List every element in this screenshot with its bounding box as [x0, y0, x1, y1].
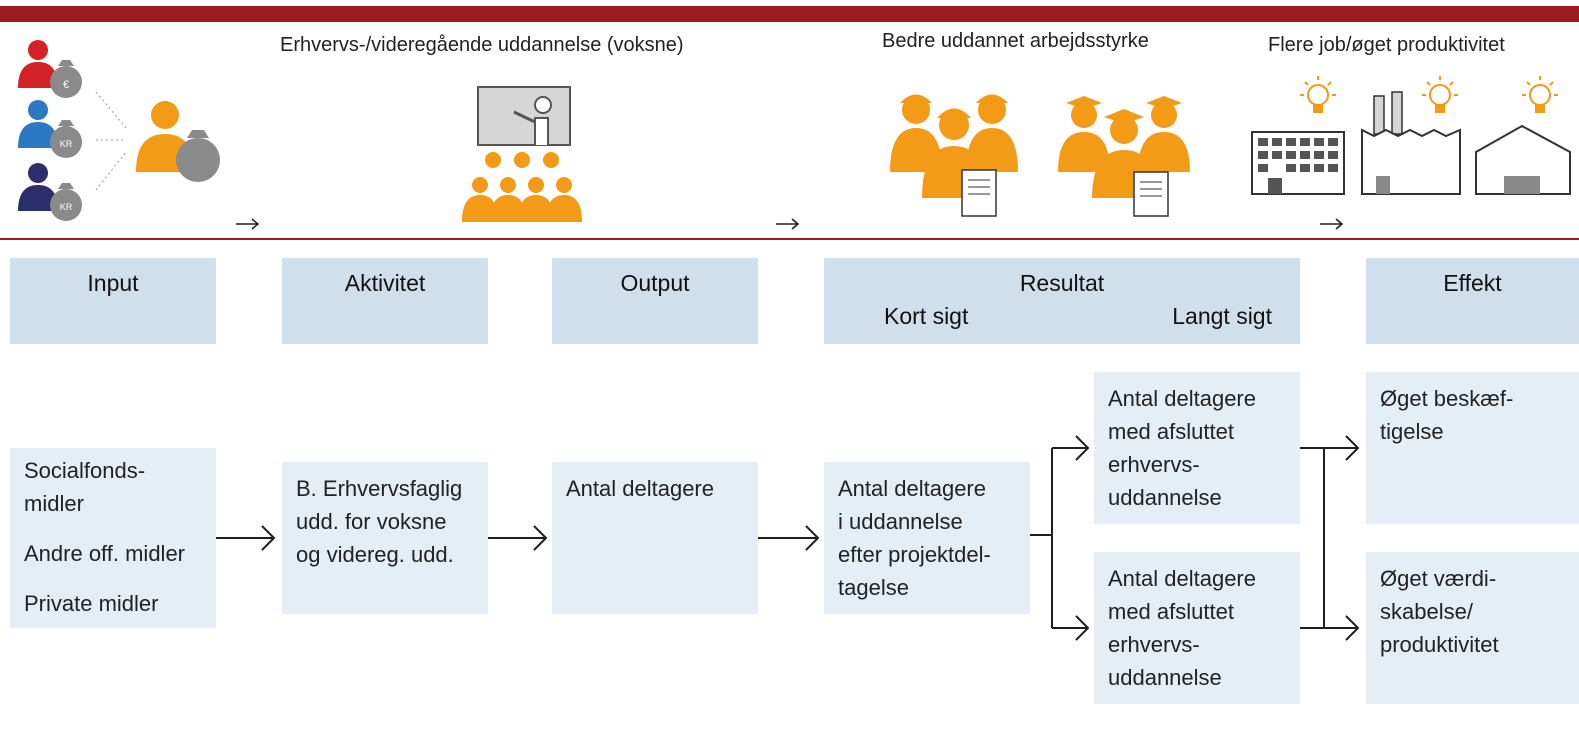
bag-label-1: € — [63, 79, 69, 91]
effect-section-title: Flere job/øget produktivitet — [1268, 34, 1505, 56]
arrow-langt-sigt-to-effekt — [1300, 435, 1360, 641]
header-aktivitet: Aktivitet — [282, 258, 488, 344]
header-effekt-label: Effekt — [1443, 270, 1502, 296]
graduates-icon — [1058, 96, 1190, 217]
arrow-output-to-kort-sigt — [758, 525, 820, 551]
aktivitet-line-3: og videreg. udd. — [296, 542, 454, 567]
langt-sigt-2-line-3: erhvervs- — [1108, 632, 1200, 657]
arrow-kort-sigt-branch — [1030, 435, 1090, 641]
result-section-title: Bedre uddannet arbejdsstyrke — [882, 30, 1149, 52]
kort-sigt-line-2: i uddannelse — [838, 509, 963, 534]
header-effekt: Effekt — [1366, 258, 1579, 344]
header-resultat-subrow: Kort sigt Langt sigt — [824, 297, 1300, 330]
connector-dots — [95, 91, 127, 191]
langt-sigt-1-line-1: Antal deltagere — [1108, 386, 1256, 411]
header-input: Input — [10, 258, 216, 344]
header-langt-sigt: Langt sigt — [1172, 303, 1272, 329]
effekt-2-line-1: Øget værdi- — [1380, 566, 1497, 591]
input-line-2: midler — [24, 491, 84, 516]
output-line-1: Antal deltagere — [566, 476, 714, 501]
header-output: Output — [552, 258, 758, 344]
lightbulb-icon — [1422, 76, 1458, 113]
bag-label-2: KR — [60, 139, 73, 149]
langt-sigt-1-line-3: erhvervs- — [1108, 452, 1200, 477]
header-output-label: Output — [620, 270, 690, 296]
effekt-2-line-2: skabelse/ — [1380, 599, 1473, 624]
input-line-4: Private midler — [24, 591, 159, 616]
effekt-box-1: Øget beskæf- tigelse — [1366, 372, 1579, 524]
office-building-icon — [1251, 131, 1345, 195]
kort-sigt-line-4: tagelse — [838, 575, 909, 600]
activity-section-title: Erhvervs-/videregående uddannelse (voksn… — [280, 34, 684, 56]
aktivitet-line-2: udd. for voksne — [296, 509, 447, 534]
langt-sigt-box-2: Antal deltagere med afsluttet erhvervs- … — [1094, 552, 1300, 704]
header-resultat: Resultat Kort sigt Langt sigt — [824, 258, 1300, 344]
langt-sigt-2-line-4: uddannelse — [1108, 665, 1222, 690]
effekt-1-line-2: tigelse — [1380, 419, 1444, 444]
langt-sigt-1-line-2: med afsluttet — [1108, 419, 1234, 444]
kort-sigt-line-3: efter projektdel- — [838, 542, 991, 567]
funder-navy-icon: KR — [18, 163, 82, 221]
workers-icon — [890, 94, 1018, 217]
input-box: Socialfonds- midler Andre off. midler Pr… — [10, 448, 216, 628]
header-aktivitet-label: Aktivitet — [344, 270, 426, 296]
input-line-3: Andre off. midler — [24, 541, 186, 566]
top-flow-arrows — [236, 218, 1344, 230]
kort-sigt-line-1: Antal deltagere — [838, 476, 986, 501]
effekt-2-line-3: produktivitet — [1380, 632, 1499, 657]
lightbulb-icon — [1522, 76, 1558, 113]
langt-sigt-box-1: Antal deltagere med afsluttet erhvervs- … — [1094, 372, 1300, 524]
effekt-1-line-1: Øget beskæf- — [1380, 386, 1514, 411]
classroom-icon — [462, 86, 582, 222]
recipient-orange-icon — [136, 101, 220, 182]
funder-blue-icon: KR — [18, 100, 82, 158]
warehouse-icon — [1475, 124, 1571, 195]
langt-sigt-2-line-1: Antal deltagere — [1108, 566, 1256, 591]
header-kort-sigt: Kort sigt — [884, 303, 969, 329]
illustration-strip: € KR KR — [18, 40, 1571, 230]
effekt-box-2: Øget værdi- skabelse/ produktivitet — [1366, 552, 1579, 704]
input-line-1: Socialfonds- — [24, 458, 146, 483]
arrow-aktivitet-to-output — [488, 525, 548, 551]
aktivitet-box: B. Erhvervsfaglig udd. for voksne og vid… — [282, 462, 488, 614]
header-resultat-label: Resultat — [1019, 270, 1105, 296]
funder-red-icon: € — [18, 40, 82, 98]
factory-icon — [1361, 91, 1461, 195]
arrow-input-to-aktivitet — [216, 525, 276, 551]
header-input-label: Input — [87, 270, 139, 296]
output-box: Antal deltagere — [552, 462, 758, 614]
lightbulb-icon — [1300, 76, 1336, 113]
divider-line — [0, 238, 1579, 240]
langt-sigt-1-line-4: uddannelse — [1108, 485, 1222, 510]
langt-sigt-2-line-2: med afsluttet — [1108, 599, 1234, 624]
kort-sigt-box: Antal deltagere i uddannelse efter proje… — [824, 462, 1030, 614]
aktivitet-line-1: B. Erhvervsfaglig — [296, 476, 463, 501]
top-bar — [0, 6, 1579, 22]
bag-label-3: KR — [60, 202, 73, 212]
